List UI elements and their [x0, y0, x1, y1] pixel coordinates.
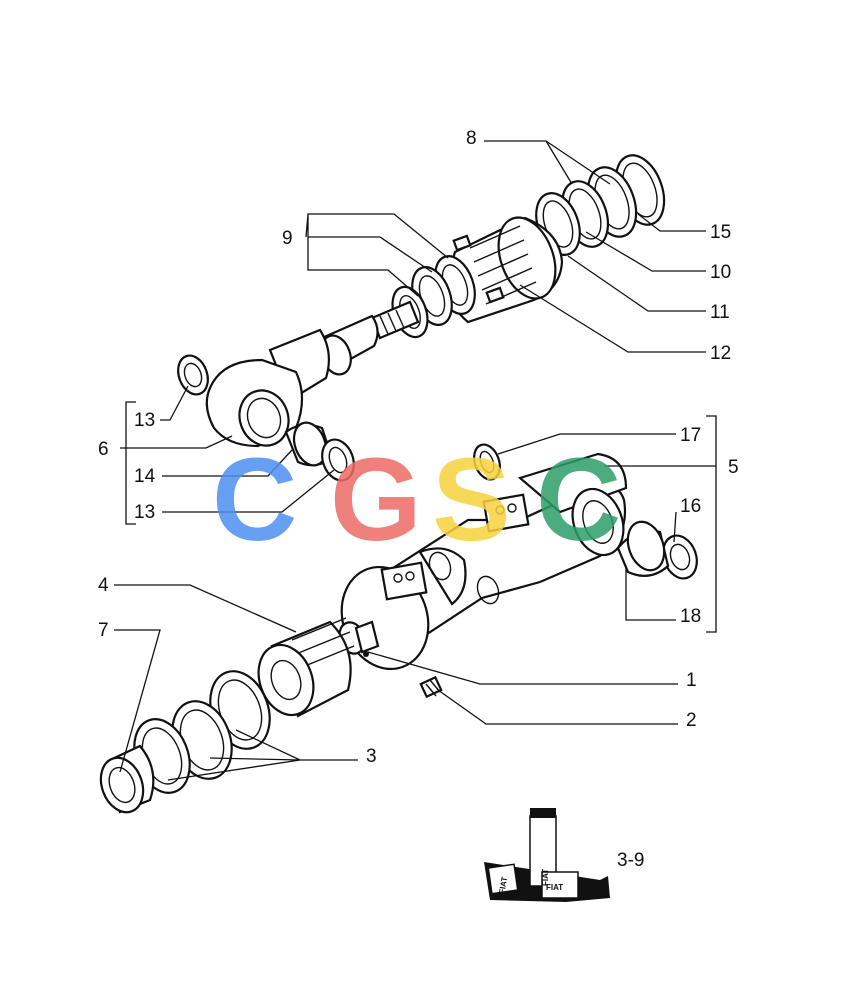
callout-9: 9 [282, 228, 293, 249]
callout-13-lower: 13 [134, 502, 155, 523]
callout-7: 7 [98, 620, 109, 641]
watermark: C G S C [212, 434, 621, 566]
threaded-rod [320, 300, 420, 376]
bushing-18 [616, 520, 670, 577]
ring-17 [473, 443, 501, 481]
callout-8: 8 [466, 128, 477, 149]
callout-3: 3 [366, 746, 377, 767]
callout-10: 10 [710, 262, 731, 283]
fiat-logo: FIAT FIAT FIAT [484, 808, 610, 902]
watermark-letter-c1: C [212, 434, 297, 566]
piston-body-upper [448, 216, 564, 324]
callout-6: 6 [98, 439, 109, 460]
seal-ring-13-lower [321, 438, 355, 482]
rod-eye [205, 328, 331, 448]
callout-1: 1 [686, 670, 697, 691]
set-screw-2 [419, 675, 443, 699]
callout-16: 16 [680, 496, 701, 517]
callout-11: 11 [710, 302, 730, 323]
piston-rings-upper [535, 154, 666, 256]
callout-14: 14 [134, 466, 156, 487]
callout-labels: 8 15 10 11 12 9 13 6 14 13 17 5 16 18 4 … [98, 128, 739, 767]
callout-4: 4 [98, 575, 109, 596]
watermark-letter-g: G [330, 434, 422, 566]
ring-16 [662, 534, 698, 580]
gland-nut-7 [99, 744, 155, 814]
leader-lines [114, 140, 717, 781]
callout-2: 2 [686, 710, 697, 731]
callout-15: 15 [710, 222, 731, 243]
cylinder-barrel [340, 452, 628, 671]
logo-text-3: FIAT [497, 876, 509, 895]
seal-ring-13-upper [177, 354, 209, 396]
piston-lower [257, 617, 355, 718]
watermark-letter-c2: C [536, 434, 621, 566]
callout-17: 17 [680, 425, 701, 446]
logo-text-1: FIAT [541, 869, 550, 886]
logo-text-2: FIAT [546, 883, 563, 892]
callout-5: 5 [728, 457, 739, 478]
reference-code: 3-9 [617, 850, 644, 871]
callout-18: 18 [680, 606, 701, 627]
watermark-letter-s: S [432, 434, 511, 566]
callout-12: 12 [710, 343, 731, 364]
callout-13-upper: 13 [134, 410, 155, 431]
